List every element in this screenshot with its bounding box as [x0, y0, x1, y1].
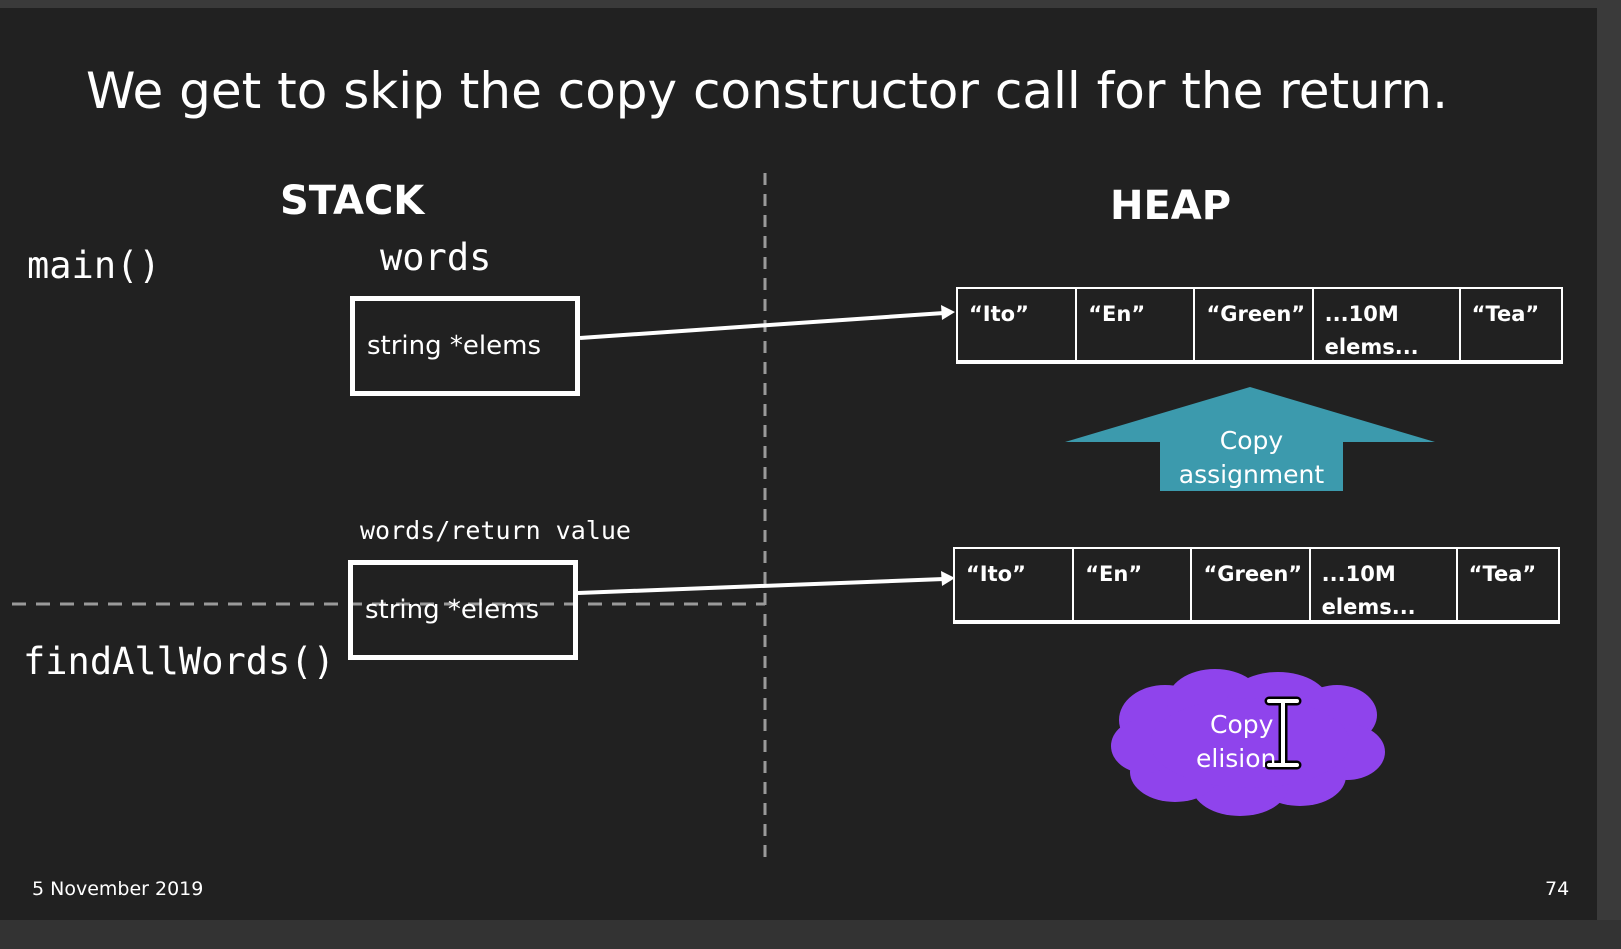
copy-assignment-line1: Copy	[1219, 426, 1284, 455]
footer-date: 5 November 2019	[32, 878, 204, 900]
heap-cell: “Tea”	[1461, 289, 1561, 360]
words-pointer-box: string *elems	[350, 296, 580, 396]
copy-elision-label: Copy elision	[1180, 708, 1280, 776]
heap-cell-text: elems...	[1321, 595, 1416, 619]
heap-cell-text: “Green”	[1203, 562, 1303, 586]
heap-cell-text: elems...	[1324, 335, 1419, 359]
words-label: words	[380, 236, 492, 279]
heap-cell-text: “Ito”	[966, 562, 1026, 586]
copy-elision-line2: elision	[1196, 744, 1277, 773]
heap-cell: “Tea”	[1458, 549, 1558, 620]
heap-cell-text: “En”	[1088, 302, 1146, 326]
heap-header: HEAP	[1110, 183, 1232, 229]
window-frame-right	[1597, 0, 1621, 949]
elems-pointer-text: string *elems	[367, 331, 541, 361]
heap-cell: “En”	[1074, 549, 1193, 620]
text-cursor-icon	[1264, 696, 1302, 770]
heap-cell-text: “Green”	[1206, 302, 1306, 326]
heap-cell-text: “En”	[1085, 562, 1143, 586]
pointer-arrow-bottom	[577, 571, 955, 595]
heap-cell: “Green”	[1192, 549, 1311, 620]
heap-cell-text: “Tea”	[1468, 562, 1537, 586]
heap-cell: ...10M elems...	[1311, 549, 1458, 620]
heap-array-bottom: “Ito” “En” “Green” ...10M elems... “Tea”	[953, 547, 1560, 624]
heap-cell: “Ito”	[955, 549, 1075, 620]
elems-pointer-text: string *elems	[365, 595, 539, 625]
copy-assignment-arrow	[1065, 387, 1435, 491]
return-value-label: words/return value	[360, 516, 631, 545]
slide-title: We get to skip the copy constructor call…	[86, 62, 1449, 120]
window-frame-bottom	[0, 920, 1621, 949]
heap-cell: “Green”	[1195, 289, 1314, 360]
slide: We get to skip the copy constructor call…	[0, 8, 1597, 920]
page-number: 74	[1545, 878, 1570, 900]
findallwords-frame-label: findAllWords()	[23, 640, 335, 683]
return-value-pointer-box: string *elems	[348, 560, 578, 660]
heap-cell-text: ...10M	[1324, 302, 1399, 326]
copy-assignment-line2: assignment	[1178, 460, 1325, 489]
main-frame-label: main()	[27, 244, 161, 287]
heap-cell-text: “Tea”	[1471, 302, 1540, 326]
stack-header: STACK	[280, 178, 425, 224]
copy-elision-line1: Copy	[1210, 710, 1274, 739]
copy-assignment-label: Copy assignment	[1160, 424, 1343, 492]
pointer-arrow-top	[579, 305, 955, 340]
diagram-graphics	[12, 173, 1435, 858]
heap-cell: ...10M elems...	[1314, 289, 1461, 360]
heap-cell-text: “Ito”	[969, 302, 1029, 326]
heap-cell-text: ...10M	[1321, 562, 1396, 586]
heap-cell: “En”	[1077, 289, 1196, 360]
copy-elision-cloud	[1111, 669, 1385, 816]
heap-cell: “Ito”	[958, 289, 1078, 360]
heap-array-top: “Ito” “En” “Green” ...10M elems... “Tea”	[956, 287, 1563, 364]
